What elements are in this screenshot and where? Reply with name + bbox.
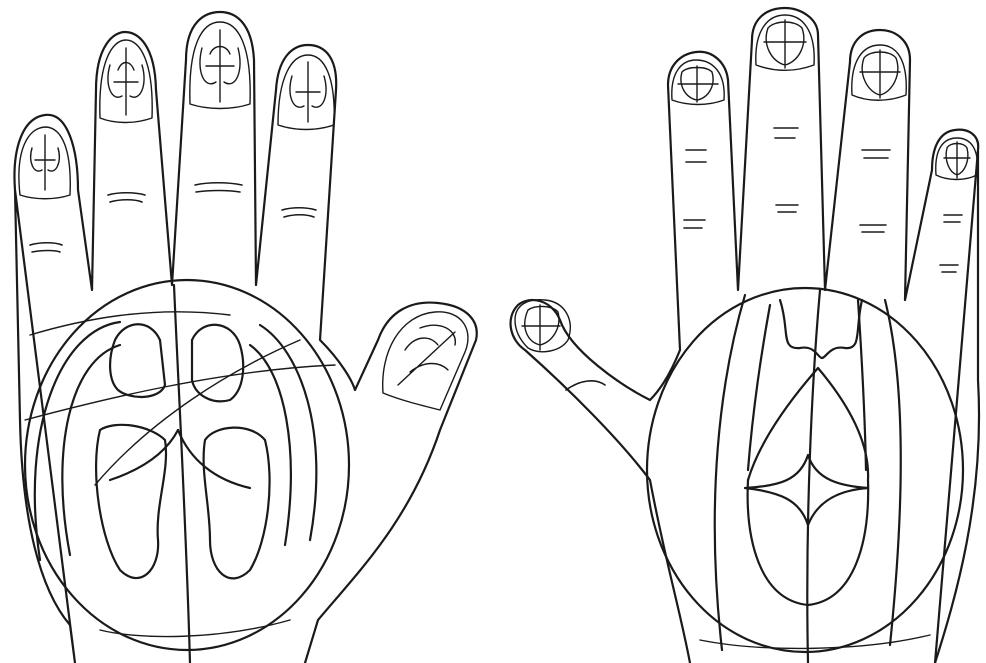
right-wrist bbox=[700, 635, 930, 648]
left-palm-midline bbox=[174, 285, 190, 663]
right-hand bbox=[511, 8, 980, 663]
right-palm-midline bbox=[807, 290, 820, 663]
right-lung bbox=[192, 325, 243, 402]
right-hand-outline bbox=[511, 8, 980, 663]
right-finger-creases bbox=[566, 128, 962, 390]
right-palm-line-left-inner bbox=[748, 305, 770, 470]
left-hand bbox=[14, 12, 476, 663]
right-central-shape bbox=[748, 368, 868, 480]
left-lung bbox=[110, 324, 165, 397]
left-hand-outline bbox=[14, 12, 476, 663]
right-nail-index bbox=[672, 60, 724, 105]
left-horn-right bbox=[178, 430, 250, 488]
right-palm-circle bbox=[647, 288, 963, 652]
right-kidney bbox=[204, 428, 270, 579]
left-finger-creases bbox=[30, 183, 316, 252]
right-palm-line-left-outer bbox=[715, 295, 745, 650]
left-horn-left bbox=[110, 430, 178, 480]
left-cross-arc-3 bbox=[30, 312, 230, 335]
right-palm-line-right-outer bbox=[885, 300, 901, 645]
right-cross-diamond bbox=[745, 455, 868, 525]
right-top-shape bbox=[780, 300, 862, 358]
